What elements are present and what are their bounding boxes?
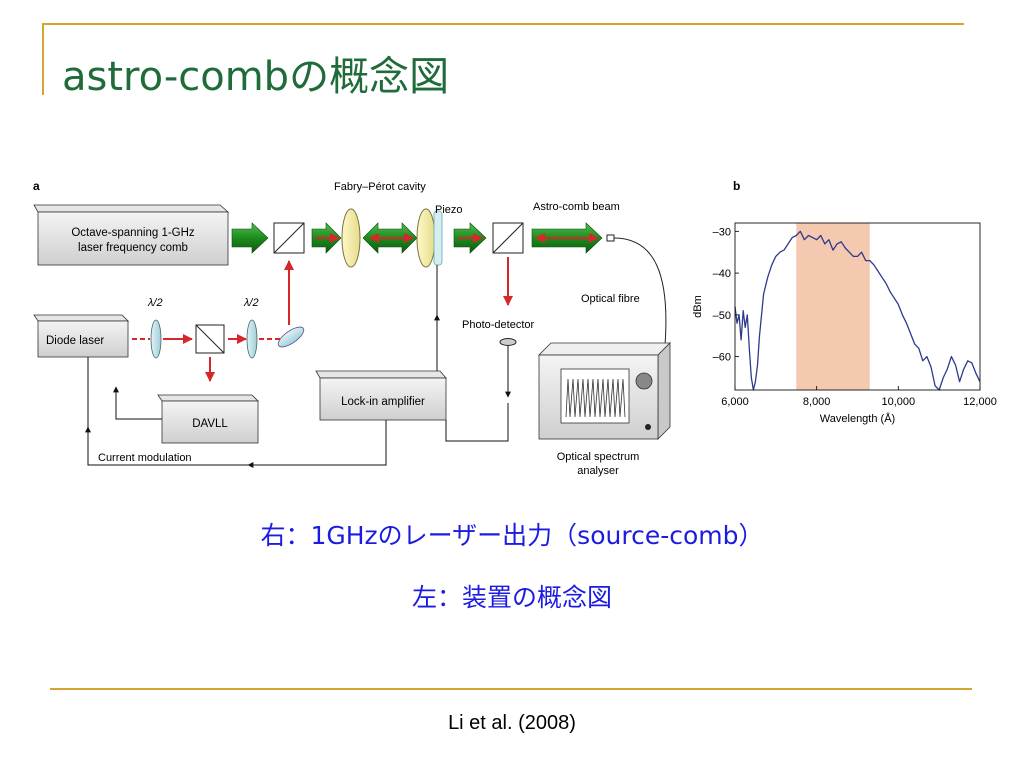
title-accent-bar [42, 23, 44, 95]
slide-title: astro-combの概念図 [62, 54, 450, 100]
fabry-perot-label: Fabry–Pérot cavity [334, 181, 426, 193]
laser-comb-label-1: Octave-spanning 1-GHz [71, 227, 195, 239]
beam-splitter-3 [195, 324, 225, 354]
title-rule [42, 23, 964, 25]
lockin-box: Lock-in amplifier [315, 370, 447, 421]
laser-comb-box: Octave-spanning 1-GHz laser frequency co… [33, 204, 230, 266]
detector-to-lockin-line [445, 403, 509, 442]
osa-box: Optical spectrum analyser [538, 342, 671, 477]
beam-splitter-1 [273, 222, 305, 254]
current-modulation-line [87, 357, 387, 466]
lockin-label: Lock-in amplifier [341, 396, 425, 408]
x-tick-label: 6,000 [721, 396, 749, 408]
photo-detector [499, 338, 517, 346]
x-axis-label: Wavelength (Å) [820, 412, 895, 425]
davll-label: DAVLL [192, 418, 228, 430]
cavity-mirror-1 [341, 208, 361, 268]
half-wave-plate-1 [150, 319, 162, 359]
y-tick-label: –40 [713, 268, 731, 280]
panel-b-chart: b 6,000 8,000 10,000 12,000 –30 –40 –50 –60Wave… [692, 179, 997, 425]
laser-comb-label-2: laser frequency comb [78, 242, 188, 254]
caption-right: 右：1GHzのレーザー出力（source-comb） [260, 521, 764, 550]
diode-laser-label: Diode laser [46, 335, 104, 347]
osa-input-port [645, 424, 651, 430]
footer-rule [50, 688, 972, 690]
y-tick-label: –30 [713, 226, 731, 238]
waveplate-label-1: λ/2 [147, 297, 163, 309]
y-axis-label: dBm [692, 295, 704, 318]
panel-a-label: a [33, 179, 40, 193]
astro-comb-beam-label: Astro-comb beam [533, 201, 620, 213]
piezo-label: Piezo [435, 204, 463, 216]
caption-left: 左：装置の概念図 [411, 583, 612, 612]
osa-label-2: analyser [577, 465, 619, 477]
davll-feedback-line [113, 386, 162, 420]
optical-fibre-label: Optical fibre [581, 293, 640, 305]
highlight-band [796, 223, 870, 390]
spectrum-line-0 [734, 230, 981, 391]
osa-knob [635, 372, 653, 390]
half-wave-plate-2 [246, 319, 258, 359]
panel-b-label: b [733, 179, 740, 193]
steering-mirror [277, 326, 305, 348]
optical-fibre [613, 237, 667, 428]
y-tick-label: –50 [713, 310, 731, 322]
osa-spectrum-trace [565, 378, 626, 418]
panel-a: a Octave-spanning 1-GHz laser frequency … [33, 179, 671, 477]
x-tick-label: 8,000 [803, 396, 831, 408]
fibre-coupler [606, 234, 615, 242]
x-tick-label: 10,000 [882, 396, 916, 408]
osa-label-1: Optical spectrum [557, 451, 640, 463]
cavity-mirror-2 [416, 208, 436, 268]
beam-splitter-2 [492, 222, 524, 254]
plot-frame [734, 222, 981, 391]
piezo-element [433, 210, 443, 266]
davll-box: DAVLL [157, 394, 259, 444]
current-modulation-label: Current modulation [98, 452, 192, 464]
photodetector-label: Photo-detector [462, 319, 534, 331]
diode-laser-box: Diode laser [33, 314, 129, 358]
x-tick-label: 12,000 [963, 396, 997, 408]
figure: a Octave-spanning 1-GHz laser frequency … [33, 179, 997, 477]
y-tick-label: –60 [713, 352, 731, 364]
citation: Li et al. (2008) [448, 712, 576, 734]
waveplate-label-2: λ/2 [243, 297, 259, 309]
diode-beam-path [132, 334, 282, 382]
